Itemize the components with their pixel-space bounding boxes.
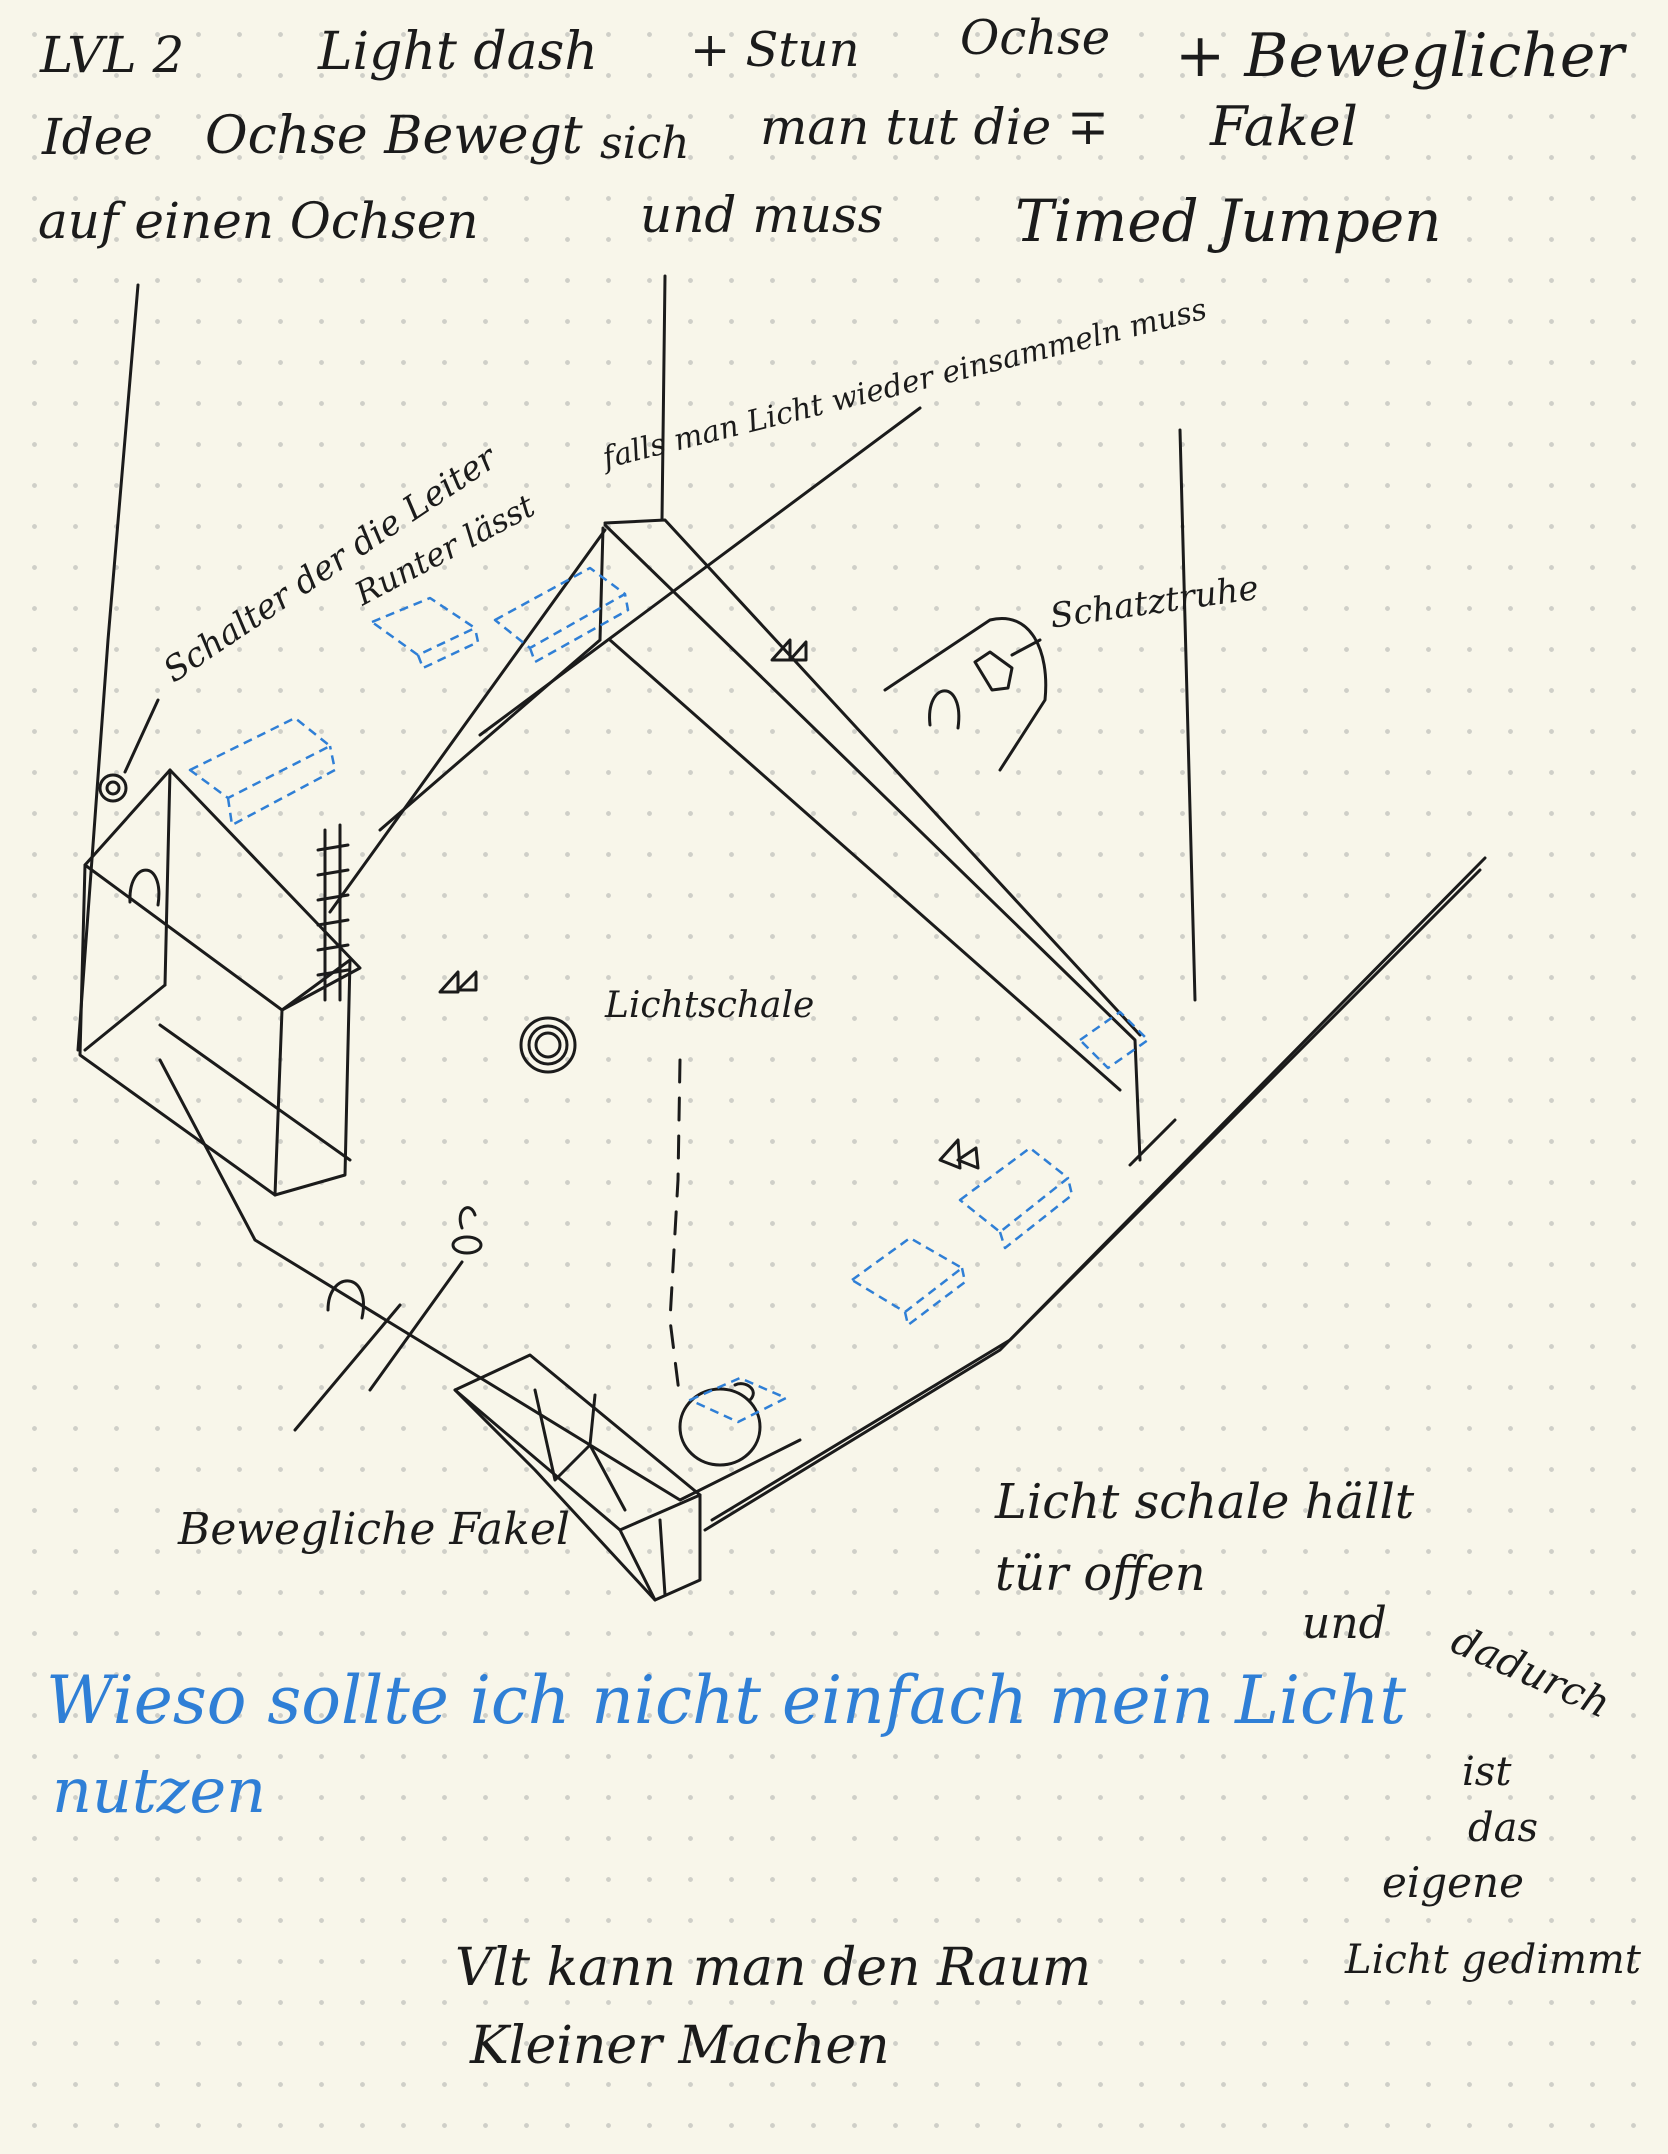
note-raum-2: Kleiner Machen bbox=[470, 2016, 890, 2076]
label-lichtschale: Lichtschale bbox=[605, 985, 815, 1026]
note-ist: ist bbox=[1462, 1749, 1512, 1795]
right-diagonal-line-1 bbox=[703, 856, 1487, 1532]
note-lichtschale-1: Licht schale hällt bbox=[995, 1474, 1415, 1530]
ladder-rungs bbox=[316, 843, 350, 977]
note-lichtschale-2: tür offen bbox=[995, 1546, 1206, 1602]
note-raum-1: Vlt kann man den Raum bbox=[455, 1938, 1092, 1998]
light-bowl-1 bbox=[519, 1016, 577, 1074]
right-back-wall-line bbox=[1178, 428, 1197, 1002]
dashed-path-down bbox=[668, 1058, 682, 1402]
door-chest bbox=[928, 689, 961, 730]
note-licht-gedimmt: Licht gedimmt bbox=[1345, 1937, 1641, 1983]
note-das: das bbox=[1468, 1805, 1538, 1851]
long-wall-face bbox=[598, 526, 605, 642]
door-left-tower bbox=[128, 868, 161, 907]
treasure-chest bbox=[973, 650, 1014, 692]
floor-right-edge bbox=[603, 523, 1142, 1162]
light-bowl-2 bbox=[527, 1024, 569, 1066]
heading-auf-einen-ochsen: auf einen Ochsen bbox=[38, 192, 479, 250]
long-wall-bottom bbox=[608, 638, 1122, 1092]
floor-left-edge bbox=[328, 528, 607, 914]
heading-light-dash: Light dash bbox=[318, 22, 598, 82]
platform-3 bbox=[188, 716, 337, 827]
switch-circle-outer bbox=[98, 773, 128, 803]
torch-box-inner bbox=[533, 1388, 627, 1512]
right-diagonal-line-2 bbox=[710, 868, 1482, 1522]
door-bottom-left bbox=[326, 1279, 365, 1320]
switch-pointer bbox=[123, 698, 160, 774]
tower-top bbox=[83, 768, 362, 1012]
torch-box-left bbox=[453, 1388, 657, 1602]
ox-arrow-2 bbox=[438, 970, 478, 994]
bottom-pedestal bbox=[678, 1387, 762, 1467]
label-bewegliche-fakel: Bewegliche Fakel bbox=[178, 1504, 570, 1555]
heading-man-tut: man tut die ∓ bbox=[760, 98, 1109, 156]
torch-pointer bbox=[368, 1260, 464, 1392]
light-bowl-3 bbox=[534, 1031, 562, 1059]
heading-timed-jumpen: Timed Jumpen bbox=[1015, 187, 1442, 255]
chest-room-outline bbox=[883, 617, 1048, 772]
platform-5 bbox=[958, 1146, 1074, 1250]
platform-2 bbox=[493, 566, 630, 664]
floor-front-edge bbox=[158, 1058, 802, 1502]
heading-level: LVL 2 bbox=[40, 26, 185, 84]
center-back-wall-line bbox=[660, 274, 667, 522]
left-back-wall-line bbox=[76, 283, 140, 1052]
bottom-pedestal-top bbox=[733, 1382, 755, 1402]
ox-arrow-1 bbox=[770, 638, 808, 662]
right-diagonal-line-3 bbox=[1128, 1118, 1177, 1167]
question-line-2: nutzen bbox=[52, 1754, 267, 1827]
tower-diag bbox=[158, 1023, 352, 1162]
switch-circle-inner bbox=[105, 780, 121, 796]
torch-head bbox=[458, 1206, 477, 1230]
bottom-switch-line bbox=[293, 1303, 402, 1432]
heading-ochse-bewegt: Ochse Bewegt bbox=[205, 106, 583, 166]
heading-beweglicher: + Beweglicher bbox=[1175, 21, 1625, 91]
tower-edge bbox=[163, 768, 172, 987]
long-wall-top bbox=[603, 518, 1142, 1037]
heading-idee: Idee bbox=[42, 108, 153, 166]
note-eigene: eigene bbox=[1382, 1858, 1524, 1907]
question-line-1: Wieso sollte ich nicht einfach mein Lich… bbox=[46, 1662, 1407, 1739]
platform-7 bbox=[688, 1376, 788, 1424]
platform-4 bbox=[1078, 1010, 1150, 1070]
platform-6 bbox=[850, 1236, 967, 1327]
torch-box-edge bbox=[658, 1518, 667, 1597]
chest-pointer bbox=[1010, 638, 1042, 657]
mid-diagonal-wall-line bbox=[378, 638, 602, 832]
heading-stun: + Stun bbox=[690, 22, 860, 78]
heading-und-muss: und muss bbox=[640, 186, 884, 244]
heading-sich: sich bbox=[600, 118, 690, 169]
ox-arrow-3 bbox=[938, 1138, 980, 1170]
heading-ochse: Ochse bbox=[960, 10, 1111, 66]
torch-box-front bbox=[618, 1493, 702, 1602]
note-und: und bbox=[1302, 1598, 1387, 1649]
tower-side bbox=[273, 958, 352, 1197]
torch-base bbox=[451, 1235, 483, 1255]
platform-1 bbox=[370, 596, 480, 670]
tower-inner bbox=[83, 983, 167, 1052]
heading-fakel: Fakel bbox=[1210, 95, 1358, 158]
